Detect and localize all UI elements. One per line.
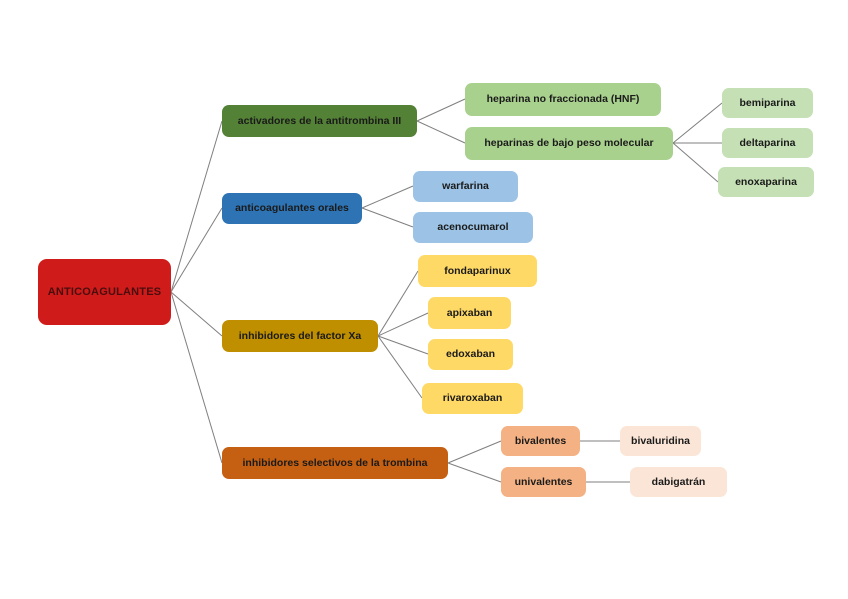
- node-rivaroxaban: rivaroxaban: [422, 383, 523, 414]
- node-dabigatran: dabigatrán: [630, 467, 727, 497]
- node-deltaparina: deltaparina: [722, 128, 813, 158]
- connector-line: [377, 312, 429, 337]
- node-anticoagulantes: ANTICOAGULANTES: [38, 259, 171, 325]
- connector-line: [170, 291, 223, 337]
- node-acenocumarol: acenocumarol: [413, 212, 533, 243]
- node-apixaban: apixaban: [428, 297, 511, 329]
- node-inhibidores-factor-xa: inhibidores del factor Xa: [222, 320, 378, 352]
- node-bemiparina: bemiparina: [722, 88, 813, 118]
- connector-line: [377, 335, 429, 355]
- node-inhibidores-selectivos-trombina: inhibidores selectivos de la trombina: [222, 447, 448, 479]
- node-fondaparinux: fondaparinux: [418, 255, 537, 287]
- node-anticoagulantes-orales: anticoagulantes orales: [222, 193, 362, 224]
- node-heparinas-bajo-peso-molecular: heparinas de bajo peso molecular: [465, 127, 673, 160]
- node-bivaluridina: bivaluridina: [620, 426, 701, 456]
- node-heparina-no-fraccionada: heparina no fraccionada (HNF): [465, 83, 661, 116]
- connector-line: [170, 207, 223, 293]
- connector-line: [361, 207, 414, 228]
- node-activadores-antitrombina-iii: activadores de la antitrombina III: [222, 105, 417, 137]
- node-bivalentes: bivalentes: [501, 426, 580, 456]
- node-univalentes: univalentes: [501, 467, 586, 497]
- connector-line: [416, 98, 466, 122]
- connector-line: [377, 335, 423, 399]
- connector-line: [170, 120, 223, 293]
- connector-line: [170, 291, 223, 464]
- connector-line: [447, 440, 502, 464]
- connector-line: [361, 185, 414, 209]
- node-edoxaban: edoxaban: [428, 339, 513, 370]
- node-warfarina: warfarina: [413, 171, 518, 202]
- connector-line: [672, 142, 719, 183]
- connector-line: [672, 102, 723, 144]
- node-enoxaparina: enoxaparina: [718, 167, 814, 197]
- connector-line: [377, 270, 419, 337]
- connector-line: [447, 462, 502, 483]
- connector-line: [416, 120, 466, 144]
